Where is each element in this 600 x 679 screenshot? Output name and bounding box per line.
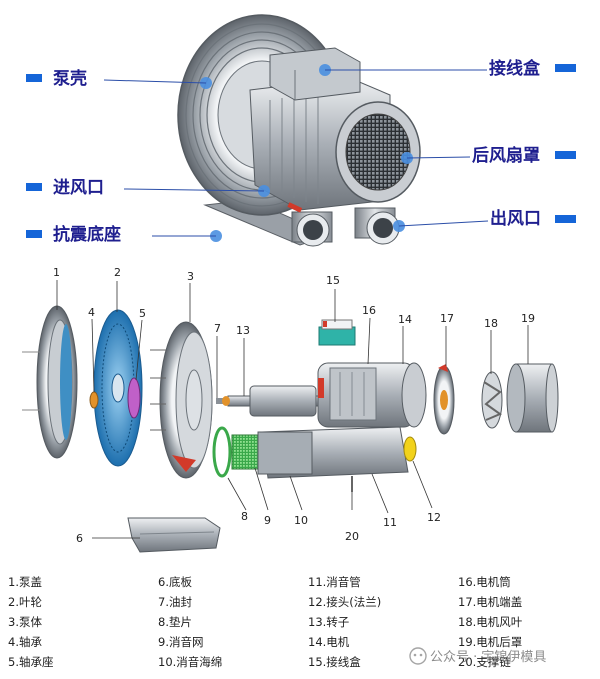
part-10-silencer-sponge bbox=[257, 431, 313, 475]
legend-item: 20.支撑链 bbox=[458, 655, 511, 669]
legend-item: 5.轴承座 bbox=[8, 655, 53, 669]
part-19-motor-rear-cover bbox=[506, 363, 559, 433]
part-6-base-plate bbox=[127, 517, 221, 553]
callout-air-inlet: 进风口 bbox=[53, 178, 104, 198]
legend-item: 9.消音网 bbox=[158, 635, 203, 649]
part-number: 20 bbox=[345, 530, 359, 543]
callout-anti-vibration-base: 抗震底座 bbox=[53, 224, 121, 245]
part-14-motor bbox=[317, 362, 427, 428]
part-number: 7 bbox=[214, 322, 221, 335]
legend-item: 3.泵体 bbox=[8, 615, 42, 629]
watermark: 公众号 · 宇锦伊模具 bbox=[409, 647, 546, 665]
part-4-bearing bbox=[89, 391, 99, 409]
part-5-bearing-seat bbox=[127, 377, 141, 419]
part-8-gasket bbox=[212, 426, 232, 478]
legend-item: 16.电机筒 bbox=[458, 575, 511, 589]
part-number: 3 bbox=[187, 270, 194, 283]
part-number: 15 bbox=[326, 274, 340, 287]
wechat-icon bbox=[409, 647, 427, 665]
legend-item: 6.底板 bbox=[158, 575, 192, 589]
part-number: 16 bbox=[362, 304, 376, 317]
callout-bars bbox=[26, 64, 576, 238]
legend-item: 7.油封 bbox=[158, 595, 192, 609]
legend-item: 1.泵盖 bbox=[8, 575, 42, 589]
part-3-pump-body bbox=[150, 321, 213, 479]
part-number: 2 bbox=[114, 266, 121, 279]
legend-item: 19.电机后罩 bbox=[458, 635, 522, 649]
callout-junction-box: 接线盒 bbox=[489, 58, 541, 79]
part-18-motor-fan bbox=[481, 371, 503, 429]
assembled-blower: 泵壳 接线盒 后风扇罩 进风口 出风口 抗震底座 bbox=[26, 14, 576, 247]
part-number: 8 bbox=[241, 510, 248, 523]
legend-item: 8.垫片 bbox=[158, 615, 192, 629]
part-number: 18 bbox=[484, 317, 498, 330]
part-number: 9 bbox=[264, 514, 271, 527]
part-number: 11 bbox=[383, 516, 397, 529]
watermark-text: 公众号 · 宇锦伊模具 bbox=[430, 650, 546, 665]
parts-legend: 1.泵盖 2.叶轮 3.泵体 4.轴承 5.轴承座 6.底板 7.油封 8.垫片… bbox=[8, 575, 523, 669]
part-1-pump-cover bbox=[22, 305, 78, 459]
legend-item: 15.接线盒 bbox=[308, 655, 361, 669]
part-17-motor-end-cover bbox=[433, 364, 455, 435]
inlet-pipe bbox=[291, 211, 333, 247]
motor-fins bbox=[269, 92, 319, 204]
legend-item: 14.电机 bbox=[308, 635, 350, 649]
exploded-view: 1 2 3 4 5 6 7 8 9 10 11 12 13 14 15 16 1… bbox=[22, 266, 559, 553]
legend-item: 11.消音管 bbox=[308, 575, 361, 589]
part-number: 4 bbox=[88, 306, 95, 319]
fan-cover-grille bbox=[345, 113, 411, 191]
part-number: 10 bbox=[294, 514, 308, 527]
callout-pump-casing: 泵壳 bbox=[53, 68, 87, 89]
part-12-flange bbox=[403, 436, 417, 462]
part-number: 12 bbox=[427, 511, 441, 524]
legend-item: 18.电机风叶 bbox=[458, 615, 523, 629]
callout-leaders bbox=[103, 69, 489, 237]
part-leaders bbox=[56, 280, 529, 539]
legend-item: 12.接头(法兰) bbox=[308, 595, 381, 609]
part-number: 13 bbox=[236, 324, 250, 337]
legend-item: 17.电机端盖 bbox=[458, 595, 522, 609]
part-number: 14 bbox=[398, 313, 412, 326]
part-number: 5 bbox=[139, 307, 146, 320]
junction-box bbox=[269, 47, 361, 101]
part-number: 19 bbox=[521, 312, 535, 325]
legend-item: 13.转子 bbox=[308, 615, 349, 629]
part-number: 6 bbox=[76, 532, 83, 545]
callout-air-outlet: 出风口 bbox=[490, 208, 541, 229]
legend-item: 4.轴承 bbox=[8, 635, 42, 649]
outlet-pipe bbox=[354, 207, 400, 245]
part-13-rotor bbox=[222, 385, 339, 417]
legend-item: 10.消音海绵 bbox=[158, 655, 222, 669]
part-number: 17 bbox=[440, 312, 454, 325]
part-number: 1 bbox=[53, 266, 60, 279]
part-15-junction-box bbox=[318, 319, 356, 346]
legend-item: 2.叶轮 bbox=[8, 595, 42, 609]
callout-rear-fan-cover: 后风扇罩 bbox=[472, 145, 540, 166]
